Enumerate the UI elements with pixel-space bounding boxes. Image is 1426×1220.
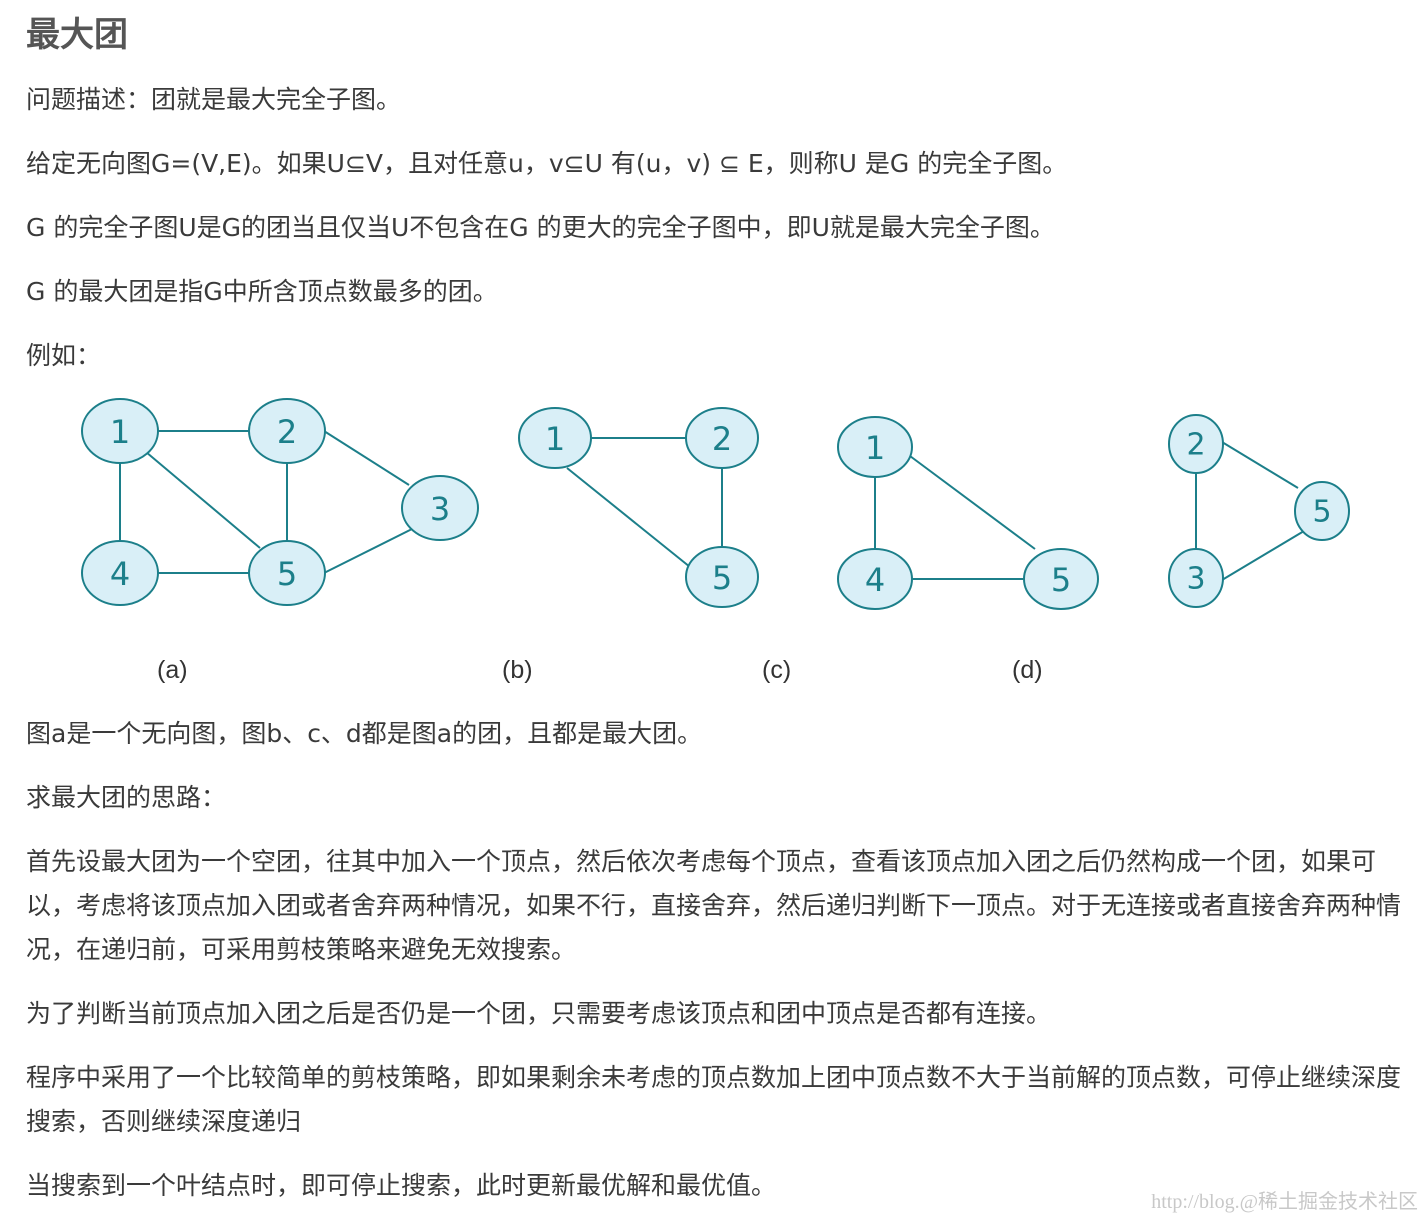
node-label: 1	[545, 420, 565, 458]
node-d-5: 5	[1294, 481, 1350, 541]
caption-d: (d)	[1012, 656, 1043, 684]
graph-figure: 1 2 3 4 5	[60, 390, 1400, 700]
node-label: 5	[277, 555, 297, 593]
node-c-1: 1	[837, 416, 913, 478]
approach-heading: 求最大团的思路：	[26, 783, 227, 812]
node-label: 1	[865, 429, 885, 467]
edge-a-5-3	[323, 528, 413, 574]
node-label: 2	[1186, 428, 1205, 463]
node-label: 5	[1312, 495, 1331, 530]
node-a-1: 1	[81, 398, 159, 464]
figure-explanation: 图a是一个无向图，图b、c、d都是图a的团，且都是最大团。	[26, 719, 703, 748]
caption-b: (b)	[502, 656, 533, 684]
node-label: 2	[712, 420, 732, 458]
node-a-5: 5	[248, 540, 326, 606]
graph-b: 1 2 5	[518, 407, 759, 608]
node-a-3: 3	[401, 475, 479, 541]
approach-description: 首先设最大团为一个空团，往其中加入一个顶点，然后依次考虑每个顶点，查看该顶点加入…	[26, 847, 1402, 964]
definition-complete-subgraph: 给定无向图G=(V,E)。如果U⊆V，且对任意u，v⊆U 有(u，v) ⊆ E，…	[26, 149, 1068, 178]
node-label: 5	[1051, 561, 1071, 599]
problem-description: 问题描述：团就是最大完全子图。	[26, 85, 402, 114]
page-title: 最大团	[26, 15, 128, 55]
edge-a-2-3	[323, 430, 410, 486]
node-d-3: 3	[1168, 548, 1224, 608]
graph-svg: 1 2 3 4 5	[81, 398, 1350, 610]
node-label: 3	[1186, 562, 1205, 597]
node-c-4: 4	[837, 548, 913, 610]
node-label: 1	[110, 413, 130, 451]
node-c-5: 5	[1023, 548, 1099, 610]
graph-d: 2 5 3	[1168, 414, 1350, 608]
node-a-4: 4	[81, 540, 159, 606]
edge-d-2-5	[1221, 441, 1299, 489]
watermark: http://blog.@稀土掘金技术社区	[1151, 1191, 1418, 1213]
node-d-2: 2	[1168, 414, 1224, 474]
node-b-2: 2	[685, 407, 759, 469]
node-a-2: 2	[248, 398, 326, 464]
node-label: 4	[865, 561, 885, 599]
node-label: 5	[712, 559, 732, 597]
node-label: 4	[110, 555, 130, 593]
definition-clique: G 的完全子图U是G的团当且仅当U不包含在G 的更大的完全子图中，即U就是最大完…	[26, 213, 1055, 242]
edge-b-1-5	[566, 467, 691, 568]
edge-d-3-5	[1221, 530, 1305, 581]
node-label: 2	[277, 413, 297, 451]
graph-c: 1 4 5	[837, 416, 1099, 610]
clique-check-description: 为了判断当前顶点加入团之后是否仍是一个团，只需要考虑该顶点和团中顶点是否都有连接…	[26, 999, 1052, 1028]
node-b-5: 5	[685, 546, 759, 608]
edge-c-1-5	[909, 455, 1036, 550]
definition-maximum-clique: G 的最大团是指G中所含顶点数最多的团。	[26, 277, 498, 306]
edge-a-1-5	[145, 451, 261, 549]
example-label: 例如：	[26, 341, 102, 370]
caption-c: (c)	[762, 656, 792, 684]
leaf-node-description: 当搜索到一个叶结点时，即可停止搜索，此时更新最优解和最优值。	[26, 1171, 777, 1200]
graph-a: 1 2 3 4 5	[81, 398, 479, 606]
node-b-1: 1	[518, 407, 592, 469]
caption-a: (a)	[157, 656, 188, 684]
node-label: 3	[430, 490, 450, 528]
pruning-description: 程序中采用了一个比较简单的剪枝策略，即如果剩余未考虑的顶点数加上团中顶点数不大于…	[26, 1063, 1402, 1136]
